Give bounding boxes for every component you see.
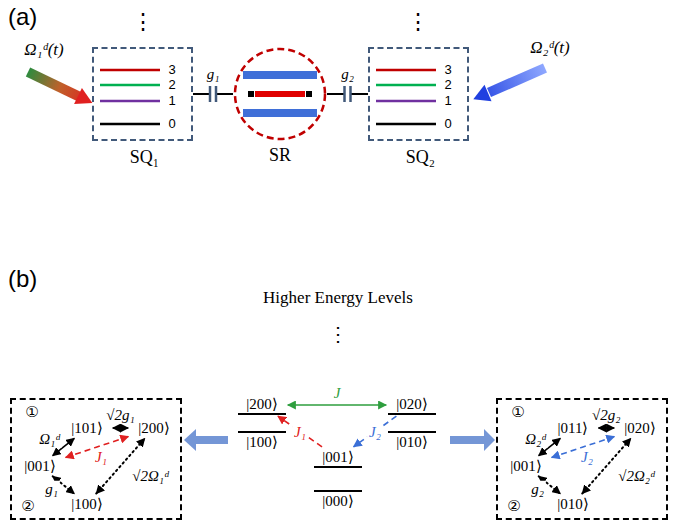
- energy-level: |000⟩: [314, 490, 362, 510]
- coupling-label: g₁: [205, 66, 222, 83]
- drive-label: Ω₁ᵈ(t): [24, 41, 64, 60]
- drive-label: Ω₂ᵈ(t): [530, 39, 570, 58]
- callout-number: ①: [511, 404, 524, 421]
- coupling-label: J: [332, 385, 343, 402]
- transition-arrow: [96, 439, 144, 494]
- energy-levels: [100, 70, 160, 124]
- coupling-label: √2g₁: [104, 407, 136, 424]
- callout-number: ②: [21, 498, 34, 515]
- transition-arrow: [582, 439, 630, 494]
- qubit-box: SQ₁: [92, 47, 193, 141]
- ellipsis: ⋮: [407, 10, 429, 34]
- energy-levels: [376, 70, 436, 124]
- energy-level: |020⟩: [388, 395, 436, 415]
- state-label: |010⟩: [557, 496, 589, 512]
- coupling-label: J₂: [367, 423, 383, 440]
- callout-number: ①: [25, 404, 38, 421]
- coupling-label: g₂: [529, 481, 546, 498]
- part-name: SQ₂: [406, 148, 435, 168]
- callout-number: ②: [507, 498, 520, 515]
- state-label: |000⟩: [322, 493, 354, 509]
- state-ket: |001⟩: [502, 457, 550, 475]
- level-number: 2: [168, 78, 175, 92]
- energy-level: |001⟩: [314, 448, 362, 468]
- part-name: SQ₁: [130, 148, 159, 168]
- transition-arrow: [598, 428, 614, 429]
- state-ket: |200⟩: [130, 419, 178, 437]
- level-number: 2: [444, 78, 451, 92]
- zoom-arrow: [184, 429, 228, 451]
- resonator-circle: SR: [233, 47, 327, 141]
- coupling-label: Ω₁ᵈ: [37, 431, 62, 448]
- energy-level: |100⟩: [238, 431, 286, 451]
- state-label: |001⟩: [24, 458, 56, 474]
- state-label: |001⟩: [322, 449, 354, 465]
- level-number: 3: [444, 63, 451, 77]
- zoom-arrow: [450, 429, 495, 451]
- panel-label: (b): [8, 266, 37, 292]
- drive-arrow: [473, 68, 545, 101]
- part-name: SR: [269, 146, 291, 166]
- coupling-label: √2Ω₂ᵈ: [616, 468, 656, 485]
- coupling-label: g₁: [43, 481, 60, 498]
- state-label: |011⟩: [558, 420, 589, 436]
- state-label: |100⟩: [71, 496, 103, 512]
- level-number: 3: [168, 63, 175, 77]
- state-label: |200⟩: [246, 396, 278, 412]
- coupling-label: J₁: [292, 423, 308, 440]
- drive-arrow: [28, 72, 92, 104]
- coupling-label: √2g₂: [590, 407, 622, 424]
- state-label: |020⟩: [624, 420, 656, 436]
- state-ket: |020⟩: [616, 419, 664, 437]
- state-label: |100⟩: [246, 434, 278, 450]
- coupling-label: J₁: [93, 449, 109, 466]
- energy-level: |200⟩: [238, 395, 286, 415]
- energy-level: |010⟩: [388, 431, 436, 451]
- level-number: 1: [168, 94, 175, 108]
- state-label: |020⟩: [396, 396, 428, 412]
- coupling-label: Ω₂ᵈ: [523, 431, 548, 448]
- level-number: 1: [444, 94, 451, 108]
- qubit-box: SQ₂: [368, 47, 469, 141]
- coupling-capacitor: [327, 86, 368, 102]
- level-number: 0: [168, 117, 175, 131]
- resonator-symbol: [233, 47, 327, 141]
- state-label: |001⟩: [510, 458, 542, 474]
- coupling-label: J₂: [579, 449, 595, 466]
- coupling-capacitor: [193, 86, 233, 102]
- state-ket: |010⟩: [549, 495, 597, 513]
- ellipsis: ⋮: [328, 323, 348, 345]
- state-label: |010⟩: [396, 434, 428, 450]
- level-number: 0: [444, 117, 451, 131]
- state-ket: |001⟩: [16, 457, 64, 475]
- transition-arrow: [113, 428, 128, 429]
- transition-arrow: [288, 405, 386, 406]
- coupling-label: g₂: [339, 66, 356, 83]
- ellipsis: ⋮: [132, 10, 154, 34]
- panel-label: (a): [8, 4, 37, 30]
- state-ket: |100⟩: [63, 495, 111, 513]
- coupling-label: √2Ω₁ᵈ: [130, 468, 170, 485]
- heading-note: Higher Energy Levels: [263, 289, 413, 308]
- state-label: |101⟩: [71, 420, 103, 436]
- state-label: |200⟩: [138, 420, 170, 436]
